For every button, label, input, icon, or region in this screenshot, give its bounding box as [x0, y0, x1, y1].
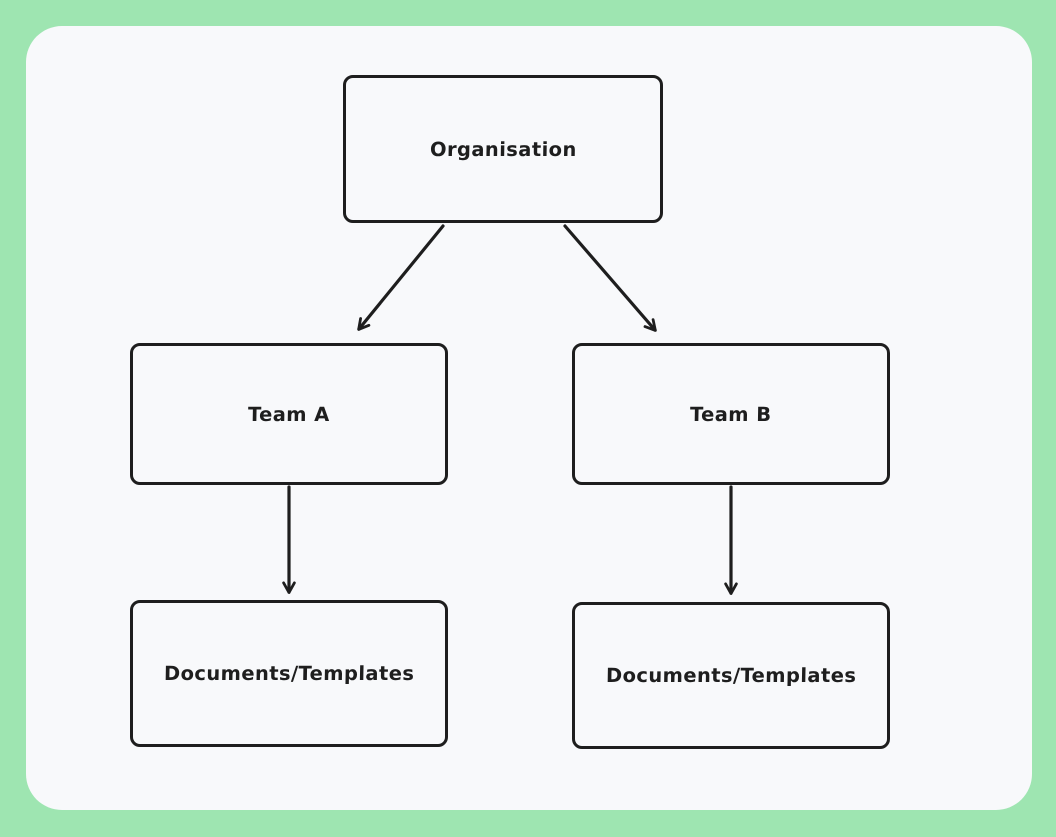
node-team-b[interactable]: Team B [572, 343, 890, 485]
node-documents-b-label: Documents/Templates [605, 664, 857, 687]
edge-organisation-to-team-b[interactable] [563, 224, 657, 332]
node-documents-a[interactable]: Documents/Templates [130, 600, 448, 747]
edge-organisation-to-team-a[interactable] [357, 224, 445, 331]
node-organisation[interactable]: Organisation [343, 75, 663, 223]
diagram-canvas[interactable]: Organisation Team A Team B Documents/Tem… [26, 26, 1032, 810]
edges-layer [282, 224, 738, 595]
node-documents-a-label: Documents/Templates [163, 662, 415, 685]
node-organisation-label: Organisation [429, 137, 577, 161]
node-team-a[interactable]: Team A [130, 343, 448, 485]
node-documents-b[interactable]: Documents/Templates [572, 602, 890, 749]
node-team-a-label: Team A [247, 402, 331, 426]
node-team-b-label: Team B [690, 402, 772, 426]
